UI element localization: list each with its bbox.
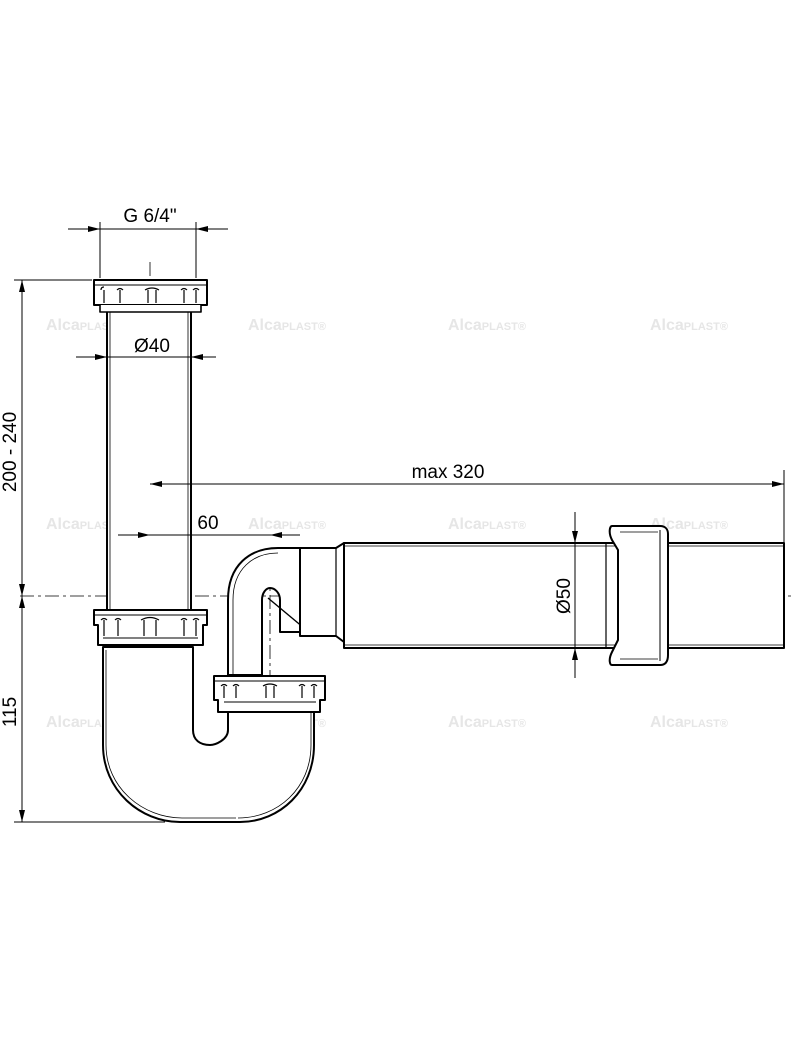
height-range-label: 200 - 240 (0, 412, 21, 492)
offset-label: 60 (197, 513, 218, 534)
dimension-labels: G 6/4" Ø40 max 320 60 Ø50 200 - 240 115 (0, 206, 575, 727)
max-length-label: max 320 (412, 462, 485, 483)
siphon-body (93, 279, 785, 823)
watermark: AlcaPLAST® (248, 317, 326, 334)
watermark: AlcaPLAST® (448, 516, 526, 533)
thread-label: G 6/4" (123, 206, 176, 227)
outlet-pipe (343, 542, 785, 649)
trap-bend (102, 646, 315, 823)
watermark: AlcaPLAST® (650, 317, 728, 334)
watermark: AlcaPLAST® (448, 317, 526, 334)
elbow-bend (227, 547, 311, 676)
outlet-diameter-label: Ø50 (554, 578, 575, 614)
top-nut (93, 279, 208, 313)
inlet-diameter-label: Ø40 (134, 336, 170, 357)
watermark: AlcaPLAST® (448, 714, 526, 731)
lower-left-nut (93, 609, 208, 646)
dimension-lines (14, 222, 785, 823)
trap-depth-label: 115 (0, 697, 21, 727)
watermark: AlcaPLAST® (248, 516, 326, 533)
watermark: AlcaPLAST® (650, 714, 728, 731)
lower-right-nut (213, 675, 326, 713)
wall-rosette (608, 525, 669, 666)
watermarks: AlcaPLAST® AlcaPLAST® AlcaPLAST® AlcaPLA… (46, 317, 728, 731)
outlet-connector (299, 542, 345, 643)
